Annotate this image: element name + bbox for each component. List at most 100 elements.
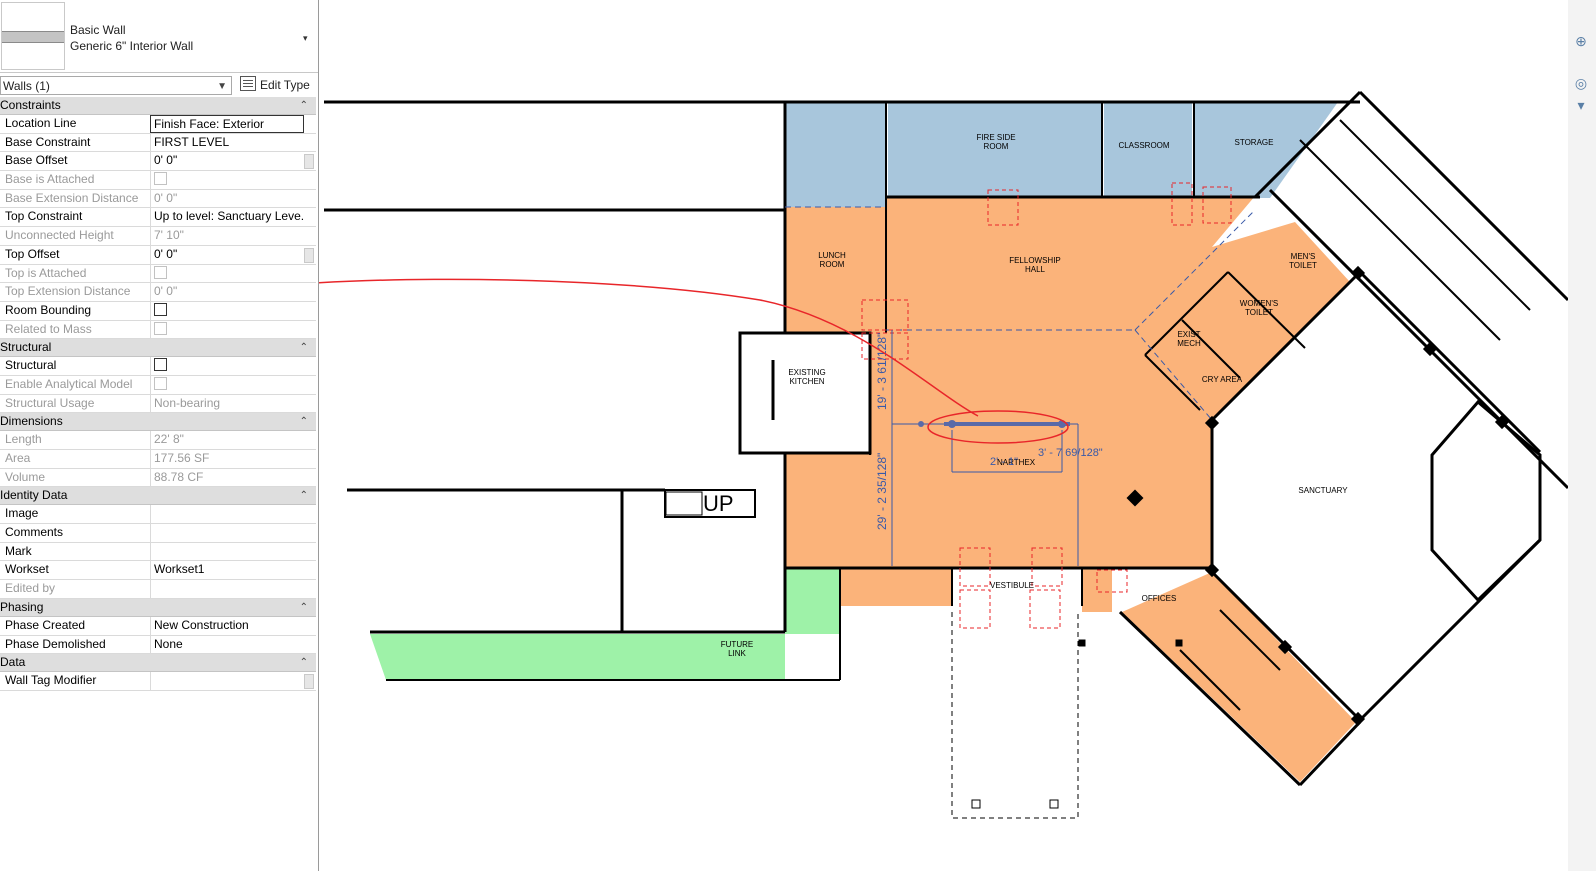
top-attached-checkbox (154, 265, 167, 279)
prop-label: Top Extension Distance (5, 284, 131, 299)
group-data[interactable]: Data⌃ (0, 654, 316, 673)
area-field: 177.56 SF (150, 450, 304, 468)
edit-type-label: Edit Type (260, 78, 310, 92)
structural-value (150, 357, 304, 375)
floor-plan[interactable]: FIRE SIDE ROOM CLASSROOM STORAGE LUNCH R… (319, 0, 1596, 871)
scrollbar-thumb[interactable] (304, 247, 314, 263)
edited-by-field (150, 580, 304, 598)
group-structural[interactable]: Structural ⌃ (0, 339, 316, 358)
group-constraints[interactable]: Constraints ⌃ (0, 97, 316, 115)
prop-label: Phase Demolished (5, 636, 106, 651)
stair-treads-icon (665, 491, 703, 516)
prop-wall-tag: Wall Tag Modifier (0, 672, 316, 691)
prop-label: Base Constraint (5, 134, 91, 149)
top-constraint-field[interactable]: Up to level: Sanctuary Leve... (150, 208, 304, 227)
group-dimensions[interactable]: Dimensions⌃ (0, 413, 316, 432)
collapse-icon: ⌃ (299, 490, 308, 502)
mark-field[interactable] (150, 542, 304, 561)
top-attached-value (150, 264, 304, 283)
phase-demolished-field[interactable]: None (150, 635, 304, 654)
wall-tag-field[interactable] (150, 672, 304, 690)
label-fire-side-2: ROOM (984, 142, 1009, 151)
dim-horizontal-right: 3' - 7 69/128" (1038, 447, 1103, 459)
image-field[interactable] (150, 505, 304, 524)
label-lunch-2: ROOM (820, 260, 845, 269)
collapse-icon: ⌃ (299, 100, 308, 111)
prop-label: Structural Usage (5, 395, 95, 410)
label-womens-2: TOILET (1245, 308, 1273, 317)
dimension-grip[interactable] (918, 421, 924, 427)
scrollbar-thumb[interactable] (304, 154, 314, 170)
prop-room-bounding: Room Bounding (0, 301, 316, 321)
prop-label: Base Extension Distance (5, 190, 139, 205)
steering-wheel-icon[interactable]: ◎ (1574, 75, 1588, 91)
prop-label: Top Offset (5, 246, 60, 261)
base-extension-field: 0' 0" (150, 189, 304, 208)
prop-label: Image (5, 506, 39, 521)
location-line-field[interactable]: Finish Face: Exterior (150, 115, 304, 133)
phase-created-field[interactable]: New Construction (150, 616, 304, 635)
drawing-canvas[interactable]: FIRE SIDE ROOM CLASSROOM STORAGE LUNCH R… (319, 0, 1596, 871)
workset-field[interactable]: Workset1 (150, 561, 304, 580)
group-phasing[interactable]: Phasing⌃ (0, 598, 316, 617)
group-title: Identity Data (0, 488, 68, 503)
type-family-label: Basic Wall (70, 23, 126, 37)
comments-field[interactable] (150, 524, 304, 542)
prop-label: Enable Analytical Model (5, 376, 133, 391)
room-bounding-checkbox[interactable] (154, 302, 167, 316)
room-fill-toilets (1212, 222, 1350, 420)
room-fill-classroom (1104, 102, 1192, 198)
prop-label: Volume (5, 469, 46, 484)
zoom-icon[interactable]: ⊕ (1575, 33, 1587, 49)
prop-top-attached: Top is Attached (0, 264, 316, 284)
prop-label: Base is Attached (5, 172, 95, 187)
chevron-down-icon[interactable]: ▾ (303, 33, 308, 43)
volume-field: 88.78 CF (150, 468, 304, 487)
top-offset-field[interactable]: 0' 0" (150, 245, 304, 264)
prop-label: Area (5, 451, 31, 465)
group-identity[interactable]: Identity Data ⌃ (0, 487, 316, 506)
selected-wall[interactable] (918, 420, 1070, 428)
room-fill-future (370, 568, 840, 680)
collapse-icon: ⌃ (299, 342, 308, 354)
chevron-down-icon[interactable]: ▾ (1577, 97, 1585, 113)
dashed-elements (785, 182, 1256, 819)
selected-wall-highlight (927, 410, 1069, 444)
type-selector[interactable]: Basic Wall Generic 6" Interior Wall ▾ (0, 0, 318, 73)
prop-image: Image (0, 505, 316, 525)
base-attached-checkbox (154, 172, 167, 186)
dim-vertical-upper: 19' - 3 61/128" (875, 333, 889, 410)
navigation-bar: ⊕ ◎ ▾ (1568, 0, 1596, 871)
room-fill-orange (785, 196, 1255, 612)
scrollbar-thumb[interactable] (304, 674, 314, 690)
wall-endpoint-handle[interactable] (948, 420, 956, 428)
edit-type-button[interactable]: Edit Type (240, 76, 316, 95)
label-mech-1: EXIST (1177, 330, 1200, 339)
base-constraint-field[interactable]: FIRST LEVEL (150, 133, 304, 152)
group-title: Dimensions (0, 414, 63, 429)
group-title: Constraints (0, 98, 61, 112)
prop-label: Unconnected Height (5, 228, 114, 243)
label-fellowship-1: FELLOWSHIP (1009, 256, 1061, 265)
instance-filter-value: Walls (1) (3, 79, 50, 93)
label-mech-2: MECH (1177, 339, 1201, 348)
base-offset-field[interactable]: 0' 0" (150, 152, 304, 171)
prop-analytical: Enable Analytical Model (0, 375, 316, 395)
label-mens-1: MEN'S (1291, 252, 1316, 261)
label-kitchen-1: EXISTING (788, 368, 825, 377)
label-lunch-1: LUNCH (818, 251, 846, 260)
label-sanctuary: SANCTUARY (1298, 486, 1348, 495)
instance-filter-select[interactable]: Walls (1) ▼ (0, 76, 232, 95)
label-kitchen-2: KITCHEN (789, 377, 824, 386)
structural-checkbox[interactable] (154, 358, 167, 372)
instance-row: Walls (1) ▼ Edit Type (0, 76, 318, 96)
annotation-arrow (319, 278, 979, 417)
group-title: Structural (0, 340, 52, 355)
